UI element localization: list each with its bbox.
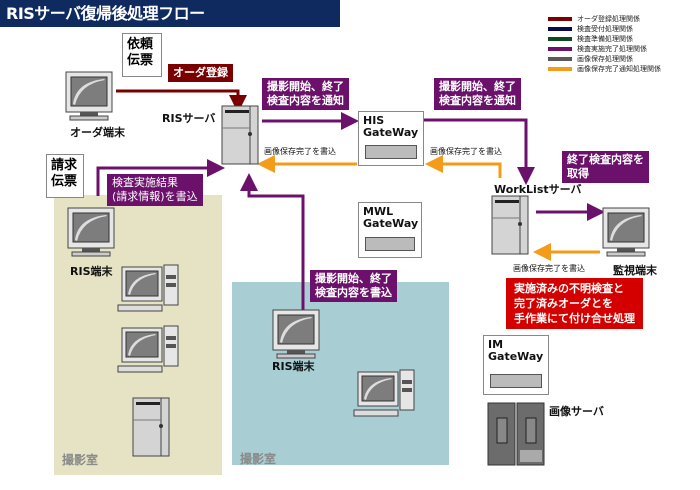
label-order-register: オーダ登録 [168,64,233,82]
label-exam-write: 撮影開始、終了 検査内容を書込 [310,270,397,302]
arrow-order-register [116,89,247,113]
page-title: RISサーバ復帰後処理フロー [0,0,340,27]
mwl-gateway: MWL GateWay [358,202,422,258]
gateway-device-icon [490,374,542,388]
label-notify-1: 撮影開始、終了 検査内容を通知 [262,78,349,110]
legend-label: 画像保存完了通知処理関係 [577,65,661,73]
legend-swatch [548,37,572,41]
monitor-terminal-label: 監視端末 [613,264,657,277]
legend-item: 画像保存処理関係 [548,54,661,64]
legend-swatch [548,57,572,61]
legend-item: 検査受付処理関係 [548,24,661,34]
legend-label: 検査実施完了処理関係 [577,45,647,53]
room-right-label: 撮影室 [240,452,277,466]
label-acquire: 終了検査内容を 取得 [562,151,649,183]
billing-slip: 請求 伝票 [46,154,84,198]
legend-item: 画像保存完了通知処理関係 [548,64,661,74]
order-terminal-label: オーダ端末 [70,126,125,139]
arrow-exam-write [240,173,305,310]
worklist-server-label: WorkListサーバ [494,183,582,196]
arrow-his-to-worklist [422,118,535,185]
gateway-device-icon [365,145,417,159]
legend-swatch [548,47,572,51]
legend-swatch [548,17,572,21]
label-image-write-1: 画像保存完了を書込 [264,147,336,156]
legend: オーダ登録処理関係検査受付処理関係検査準備処理関係検査実施完了処理関係画像保存処… [548,14,661,74]
label-image-write-3: 画像保存完了を書込 [513,264,585,273]
ris-server-label: RISサーバ [162,112,216,125]
legend-label: オーダ登録処理関係 [577,15,640,23]
legend-label: 検査準備処理関係 [577,35,633,43]
arrow-exam-result [96,159,225,196]
legend-label: 画像保存処理関係 [577,55,633,63]
legend-swatch [548,67,572,71]
label-exam-result: 検査実施結果 (請求情報)を書込 [107,174,203,206]
ris-terminal-center-label: RIS端末 [272,360,315,373]
legend-item: オーダ登録処理関係 [548,14,661,24]
image-server-label: 画像サーバ [549,405,604,418]
im-gateway: IM GateWay [483,335,549,395]
room-left-label: 撮影室 [62,453,99,467]
legend-swatch [548,27,572,31]
legend-label: 検査受付処理関係 [577,25,633,33]
ris-terminal-left-label: RIS端末 [70,265,113,278]
legend-item: 検査実施完了処理関係 [548,44,661,54]
label-image-write-2: 画像保存完了を書込 [430,147,502,156]
request-slip: 依頼 伝票 [122,33,162,77]
his-gateway: HIS GateWay [358,111,424,166]
label-notify-2: 撮影開始、終了 検査内容を通知 [434,78,521,110]
legend-item: 検査準備処理関係 [548,34,661,44]
manual-reconcile-alert: 実施済みの不明検査と 完了済みオーダとを 手作業にて付け合せ処理 [506,278,643,329]
gateway-device-icon [365,237,415,251]
arrow-worklist-to-his-image [425,155,502,178]
